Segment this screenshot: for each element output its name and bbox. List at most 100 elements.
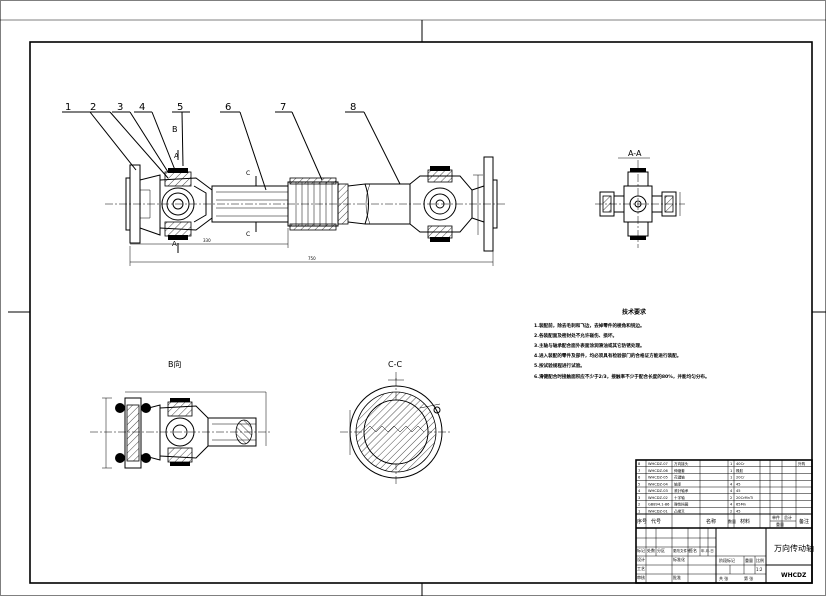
part-number-labels: 1 2 3 4 5 6 7 8 xyxy=(65,102,356,113)
hdr-material: 材料 xyxy=(740,518,750,525)
part-number-6: 6 xyxy=(225,102,231,113)
parts-list-row: 8 WHCDZ-07 万向接头 1 40Cr 外购 xyxy=(638,461,806,466)
hdr-code: 代号 xyxy=(651,518,661,525)
parts-cell-no: 8 xyxy=(638,462,641,466)
tb-count: 处数 xyxy=(647,547,655,553)
tb-standardize: 标准化 xyxy=(673,556,685,562)
parts-cell-no: 1 xyxy=(638,509,640,513)
parts-cell-qty: 4 xyxy=(730,489,733,493)
parts-cell-qty: 1 xyxy=(730,469,732,473)
tb-scale: 比例 xyxy=(756,557,764,563)
tb-scale-value: 1:2 xyxy=(756,567,763,572)
parts-cell-qty: 1 xyxy=(730,462,732,466)
parts-cell-qty: 1 xyxy=(730,476,732,480)
dim-inner-length: 330 xyxy=(203,238,211,243)
tb-drawing-code: WHCDZ xyxy=(781,572,807,579)
tb-sheet-no: 第 张 xyxy=(744,575,753,581)
part-leaders xyxy=(62,111,401,191)
parts-cell-material: 橡胶 xyxy=(736,468,744,473)
parts-cell-code: WHCDZ-06 xyxy=(648,469,669,473)
parts-cell-name: 滚针轴承 xyxy=(674,488,689,493)
parts-cell-material: 45 xyxy=(736,489,741,493)
parts-cell-material: 45 xyxy=(736,509,741,513)
parts-cell-qty: 4 xyxy=(730,482,733,486)
part-number-1: 1 xyxy=(65,102,71,113)
parts-list-row: 7 WHCDZ-06 伸缩套 1 橡胶 xyxy=(638,468,744,473)
part-number-4: 4 xyxy=(139,102,145,113)
tb-zone: 分区 xyxy=(657,547,665,553)
hdr-name: 名称 xyxy=(706,518,716,525)
hdr-no: 序号 xyxy=(637,518,647,525)
parts-cell-code: WHCDZ-07 xyxy=(648,462,668,466)
part-number-8: 8 xyxy=(350,102,356,113)
parts-cell-no: 7 xyxy=(638,469,640,473)
tech-req-item-5: 5.按试验规程进行试验。 xyxy=(534,362,585,369)
parts-cell-name: 伸缩套 xyxy=(674,468,685,473)
tb-process: 工艺 xyxy=(637,566,645,571)
parts-cell-code: WHCDZ-03 xyxy=(648,489,668,493)
tech-req-item-4: 4.进入装配的零件及部件，均必须具有检验部门的合格证方能进行装配。 xyxy=(534,352,681,359)
parts-cell-material: 40Cr xyxy=(736,462,745,466)
tech-req-item-1: 1.装配前，除去毛刺和飞边，去掉零件的棱角和锐边。 xyxy=(534,322,645,329)
b-view-title: B向 xyxy=(168,359,182,369)
c-mark-bottom: C xyxy=(246,231,250,238)
tb-stage-mark: 阶段标记 xyxy=(719,557,735,563)
main-view-shaft-assembly xyxy=(105,150,505,266)
cc-view-title: C-C xyxy=(388,360,402,369)
c-mark-top: C xyxy=(246,170,250,177)
hdr-weight: 重量 xyxy=(776,521,784,527)
parts-cell-material: 65Mn xyxy=(736,503,746,507)
tb-change-doc: 更改文件号 xyxy=(673,548,691,553)
bellows-ribs xyxy=(295,182,333,226)
b-direction-view: B向 xyxy=(90,359,272,469)
tb-approve: 批准 xyxy=(673,574,681,580)
parts-cell-no: 6 xyxy=(638,476,641,480)
title-block: 标记 处数 分区 更改文件号 签名 年.月.日 设计 标准化 审核 工艺 批准 … xyxy=(636,528,814,583)
hdr-unit: 单件 xyxy=(772,514,780,520)
parts-cell-name: 花键轴 xyxy=(674,475,685,480)
tech-req-item-3: 3.主轴与轴承配合面外表面涂润滑油或其它防锈处理。 xyxy=(534,342,645,349)
section-aa-title: A-A xyxy=(628,149,642,158)
b-arrow-label: B xyxy=(172,125,178,134)
tb-weight: 重量 xyxy=(745,557,753,563)
parts-cell-code: GB894.1-86 xyxy=(648,503,670,507)
tech-req-item-6: 6.滑键配合时接触面积应不少于2/3，接触率不少于配合长度的80%，并能均匀分布… xyxy=(534,373,710,380)
parts-cell-material: 20CrMnTi xyxy=(736,496,753,500)
a-mark-bottom: A xyxy=(172,240,177,248)
parts-cell-name: 万向接头 xyxy=(674,461,689,466)
technical-requirements: 技术要求 1.装配前，除去毛刺和飞边，去掉零件的棱角和锐边。 2.各装配面及密封… xyxy=(534,308,710,380)
tb-part-title: 万向传动轴 xyxy=(774,543,814,553)
tb-design: 设计 xyxy=(637,556,645,562)
parts-cell-code: WHCDZ-01 xyxy=(648,509,668,513)
hdr-qty: 数量 xyxy=(728,518,736,524)
tb-sheet-total: 共 张 xyxy=(719,575,728,581)
tech-req-item-2: 2.各装配面及密封处不允许碰伤、损坏。 xyxy=(534,332,617,339)
parts-cell-material: 45 xyxy=(736,482,741,486)
parts-cell-no: 2 xyxy=(638,503,640,507)
section-markers: B A A C C 330 750 xyxy=(172,125,316,261)
parts-cell-name: 轴承 xyxy=(674,481,682,486)
tb-check: 审核 xyxy=(637,574,645,580)
parts-cell-note: 外购 xyxy=(798,461,806,466)
parts-cell-code: WHCDZ-02 xyxy=(648,496,668,500)
section-a-a-view: A-A xyxy=(595,149,685,248)
hdr-note: 备注 xyxy=(799,518,809,525)
parts-cell-name: 弹性挡圈 xyxy=(674,502,689,507)
parts-list-headers: 序号 代号 名称 数量 材料 单件 总计 重量 备注 xyxy=(637,514,809,527)
section-c-c-view: C-C xyxy=(340,360,452,486)
tb-date: 年.月.日 xyxy=(701,548,714,553)
parts-cell-no: 5 xyxy=(638,482,640,486)
parts-cell-no: 3 xyxy=(638,496,640,500)
parts-cell-qty: 2 xyxy=(730,509,732,513)
parts-cell-code: WHCDZ-04 xyxy=(648,482,669,486)
parts-cell-no: 4 xyxy=(638,489,641,493)
